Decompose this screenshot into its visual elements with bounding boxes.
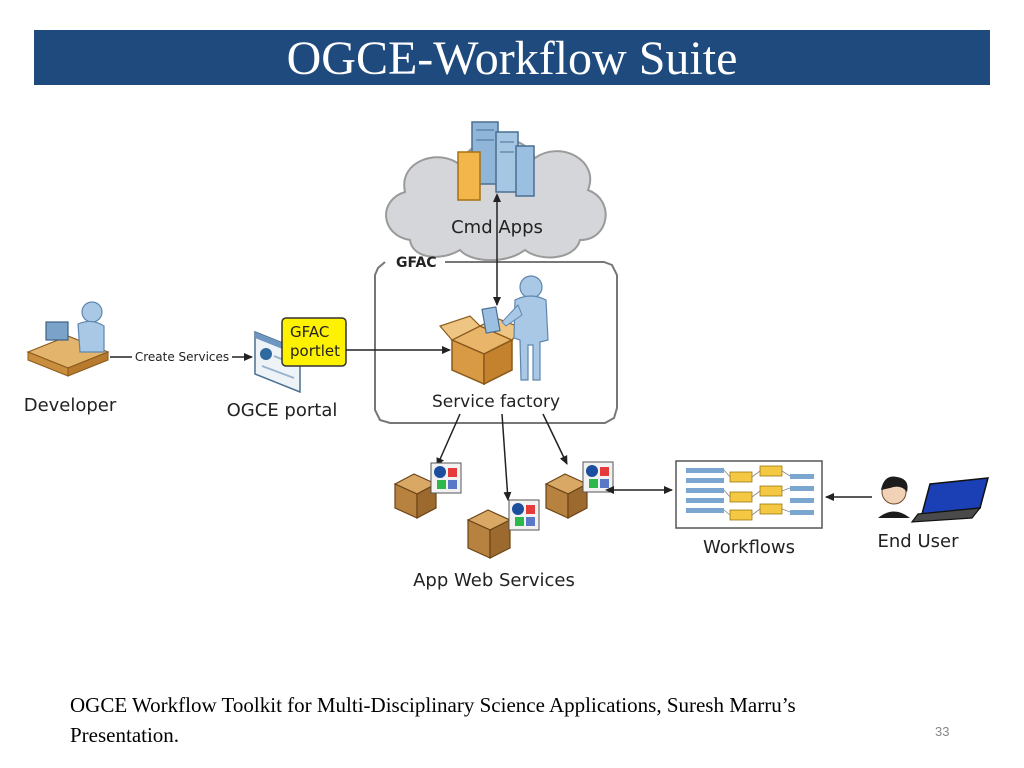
laptop-icon [910, 477, 990, 523]
workflow-graph-thumbnail [675, 460, 823, 529]
app-web-services-label: App Web Services [413, 570, 575, 591]
factory-worker-icon [501, 275, 549, 381]
factory-to-service-2-arrow [501, 413, 512, 501]
developer-label: Developer [24, 395, 117, 416]
developer-icon [26, 301, 110, 377]
portlet-label-line1: GFAC [290, 323, 329, 341]
slide-caption: OGCE Workflow Toolkit for Multi-Discipli… [70, 693, 796, 747]
server-rack-icon [457, 121, 535, 201]
app-web-service-3 [544, 461, 614, 519]
workflows-label: Workflows [703, 537, 795, 558]
slide-title: OGCE-Workflow Suite [34, 30, 990, 85]
factory-to-service-3-arrow [542, 413, 568, 465]
service-factory-label: Service factory [432, 392, 560, 412]
service-factory-icon [438, 306, 523, 386]
create-services-label: Create Services [135, 350, 229, 364]
end-user-icon [878, 476, 910, 518]
gfac-portlet-note: GFAC portlet [281, 317, 347, 367]
factory-to-service-1-arrow [436, 413, 461, 467]
gfac-group: GFAC [374, 255, 618, 424]
end-user-label: End User [878, 531, 960, 552]
ogce-portal-label: OGCE portal [227, 400, 338, 421]
cmd-apps-cloud: Cmd Apps [385, 121, 607, 262]
create-services-label-bg [132, 349, 232, 364]
app-web-service-1 [393, 462, 462, 519]
portlet-label-line2: portlet [290, 342, 340, 360]
app-web-service-2 [466, 499, 540, 559]
gfac-group-label: GFAC [396, 255, 437, 271]
page-number: 33 [935, 724, 950, 739]
